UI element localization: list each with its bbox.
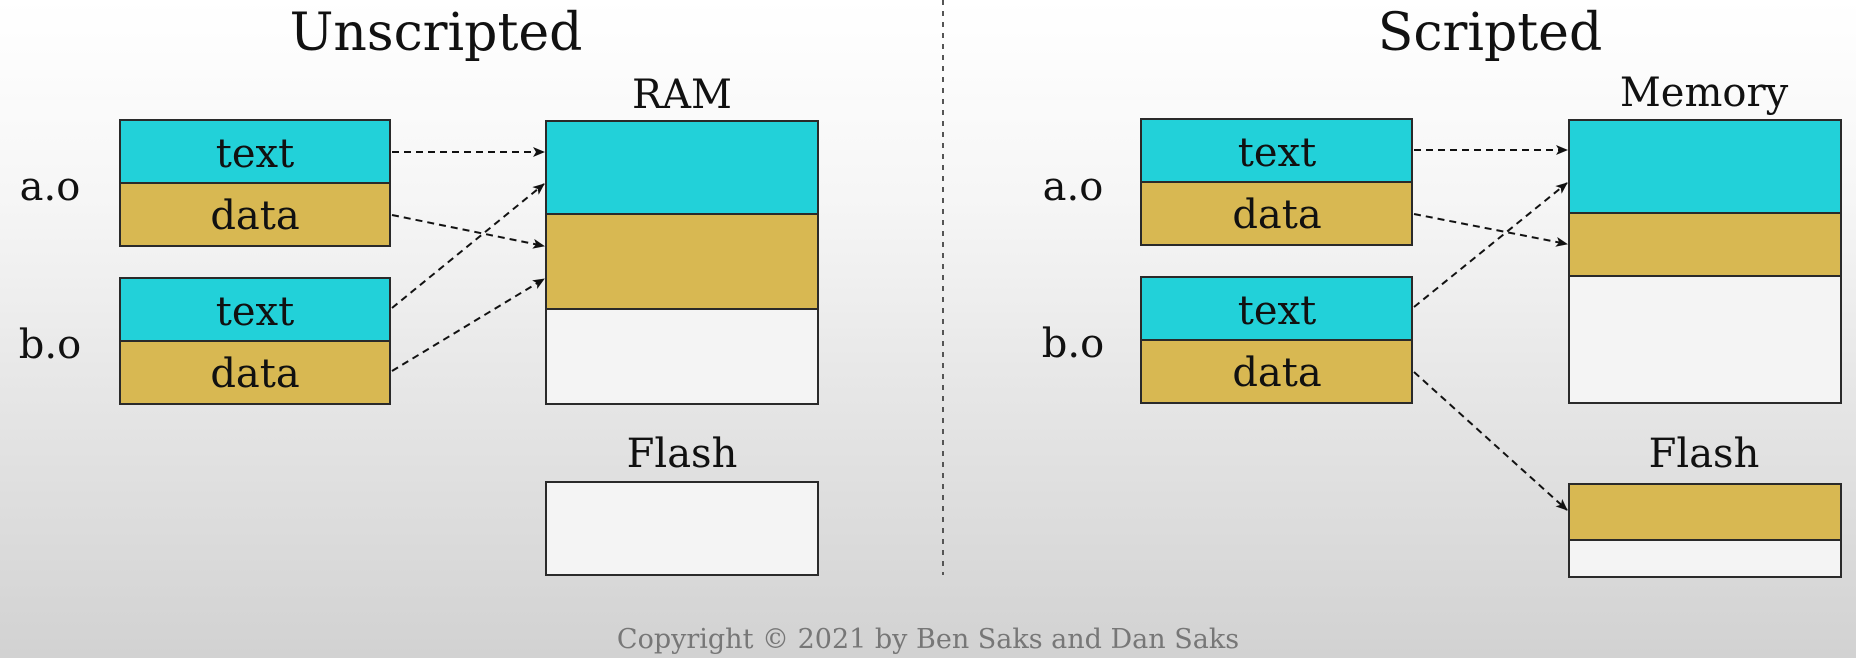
left-flash-label: Flash <box>627 431 738 477</box>
memory-free-region <box>1568 275 1842 404</box>
copyright-footer: Copyright © 2021 by Ben Saks and Dan Sak… <box>617 624 1239 655</box>
right-a-data-label: data <box>1232 192 1321 238</box>
right-module-b-label: b.o <box>1042 321 1104 367</box>
ram-data-region <box>545 213 819 310</box>
right-module-a-label: a.o <box>1043 164 1104 210</box>
arrow-left-b-text-to-ram <box>391 183 545 309</box>
arrow-left-b-data-to-ram <box>391 278 545 372</box>
right-flash-label: Flash <box>1649 431 1760 477</box>
unscripted-title: Unscripted <box>290 3 583 63</box>
left-flash-region <box>545 481 819 576</box>
right-flash-free-region <box>1568 539 1842 578</box>
right-b-text-label: text <box>1238 288 1316 334</box>
memory-data-region <box>1568 212 1842 277</box>
left-a-data-segment <box>119 182 391 247</box>
left-a-data-label: data <box>210 193 299 239</box>
arrow-right-b-data-to-flash <box>1413 371 1568 511</box>
right-b-data-label: data <box>1232 350 1321 396</box>
scripted-panel: Scripted a.o text data b.o text data Mem… <box>1042 3 1842 578</box>
left-module-a-label: a.o <box>20 164 81 210</box>
right-a-data-segment <box>1140 181 1413 246</box>
right-b-text-segment <box>1140 276 1413 341</box>
memory-label: Memory <box>1620 70 1789 116</box>
arrow-left-a-data-to-ram <box>391 214 545 249</box>
left-b-text-label: text <box>216 289 294 335</box>
right-a-text-label: text <box>1238 130 1316 176</box>
right-b-data-segment <box>1140 339 1413 404</box>
right-flash-data-region <box>1568 483 1842 541</box>
left-b-data-label: data <box>210 351 299 397</box>
left-module-b-label: b.o <box>19 322 81 368</box>
arrow-right-b-text-to-memory <box>1413 182 1568 308</box>
left-a-text-label: text <box>216 131 294 177</box>
scripted-title: Scripted <box>1378 3 1602 63</box>
left-b-text-segment <box>119 277 391 342</box>
ram-free-region <box>545 308 819 405</box>
memory-text-region <box>1568 119 1842 214</box>
ram-text-region <box>545 120 819 215</box>
unscripted-panel: Unscripted a.o text data b.o text data R… <box>19 3 819 576</box>
left-b-data-segment <box>119 340 391 405</box>
ram-label: RAM <box>632 72 732 118</box>
arrow-right-a-data-to-memory <box>1413 213 1568 247</box>
